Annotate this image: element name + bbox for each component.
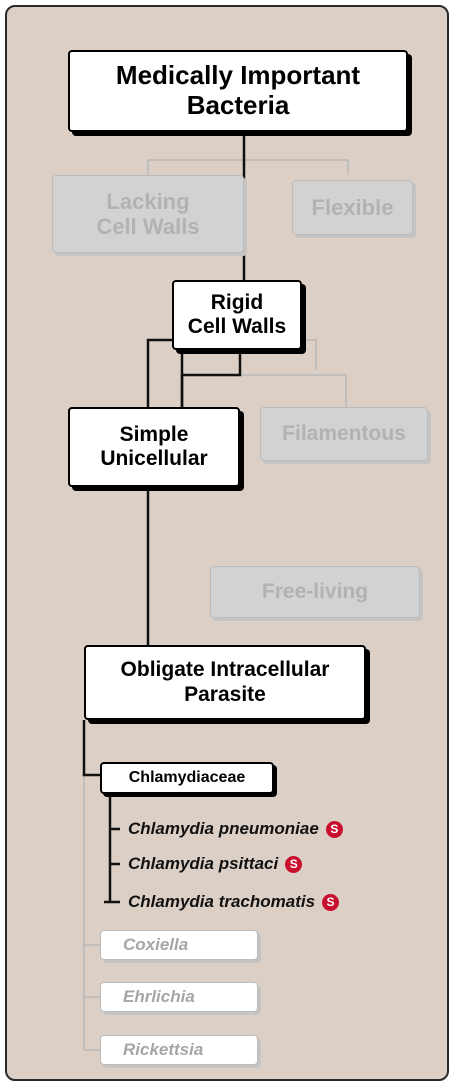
root-node-label: Medically Important Bacteria xyxy=(115,60,361,121)
species-name: Chlamydia psittaci xyxy=(128,854,279,873)
root-node-box: Medically Important Bacteria xyxy=(68,50,408,132)
filamentous-label: Filamentous xyxy=(282,421,406,445)
free-living-label: Free-living xyxy=(261,579,369,603)
ehrlichia-label: Ehrlichia xyxy=(123,987,195,1007)
connector-obligate xyxy=(146,338,184,645)
ehrlichia-box: Ehrlichia xyxy=(100,982,258,1012)
species-name: Chlamydia pneumoniae xyxy=(128,819,319,838)
root-title-line2: Bacteria xyxy=(186,90,290,120)
species-item: Chlamydia psittaci S xyxy=(128,854,303,874)
connector-flexible xyxy=(244,159,349,175)
coxiella-label: Coxiella xyxy=(123,935,189,955)
rigid-cell-walls-label: Rigid Cell Walls xyxy=(188,291,286,339)
species-name: Chlamydia trachomatis xyxy=(128,892,316,911)
lacking-line1: Lacking xyxy=(106,188,190,214)
s-badge-icon: S xyxy=(325,820,343,838)
filamentous-box: Filamentous xyxy=(260,407,428,461)
species-item: Chlamydia pneumoniae S xyxy=(128,819,343,839)
species-item: Chlamydia trachomatis S xyxy=(128,892,340,912)
obligate-line1: Obligate Intracellular xyxy=(120,658,330,682)
root-title-line1: Medically Important xyxy=(115,60,361,91)
rickettsia-box: Rickettsia xyxy=(100,1035,258,1065)
rigid-line1: Rigid xyxy=(210,290,264,314)
simple-unicellular-label: Simple Unicellular xyxy=(100,423,207,471)
coxiella-box: Coxiella xyxy=(100,930,258,960)
rigid-line2: Cell Walls xyxy=(187,315,287,338)
s-badge-icon: S xyxy=(285,855,303,873)
s-badge-icon: S xyxy=(322,893,340,911)
lacking-cell-walls-label: Lacking Cell Walls xyxy=(96,189,199,240)
connector-simple xyxy=(180,345,242,407)
free-living-node: Free-living xyxy=(210,566,420,618)
connector-filamentous xyxy=(240,374,347,407)
flexible-label: Flexible xyxy=(311,194,394,220)
obligate-parasite-box: Obligate Intracellular Parasite xyxy=(84,645,366,720)
simple-unicellular-box: Simple Unicellular xyxy=(68,407,240,487)
simple-line2: Unicellular xyxy=(100,447,208,470)
connector-lacking xyxy=(147,132,245,175)
lacking-cell-walls-box: Lacking Cell Walls xyxy=(52,175,244,253)
flexible-box: Flexible xyxy=(292,180,413,235)
connector-family xyxy=(82,720,100,777)
rigid-cell-walls-box: Rigid Cell Walls xyxy=(172,280,302,350)
obligate-line2: Parasite xyxy=(184,682,266,706)
rickettsia-label: Rickettsia xyxy=(123,1040,204,1060)
chlamydiaceae-label: Chlamydiaceae xyxy=(128,768,246,786)
lacking-line2: Cell Walls xyxy=(96,214,200,239)
chlamydiaceae-box: Chlamydiaceae xyxy=(100,762,274,794)
simple-line1: Simple xyxy=(119,422,189,446)
obligate-parasite-label: Obligate Intracellular Parasite xyxy=(121,658,330,706)
